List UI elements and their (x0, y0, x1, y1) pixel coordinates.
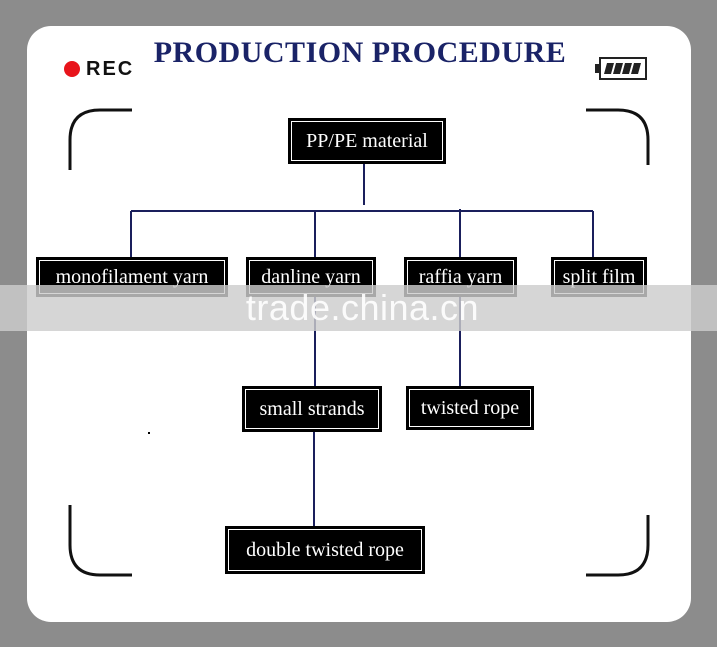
connector-lines (130, 163, 594, 526)
viewfinder-corner-icon (68, 505, 132, 577)
viewfinder-corner-icon (586, 515, 650, 577)
battery-icon (595, 57, 647, 80)
viewfinder-corners (68, 108, 650, 577)
viewfinder-corner-icon (586, 108, 650, 165)
rec-indicator: REC (64, 58, 134, 80)
node-small-strands: small strands (242, 386, 382, 432)
node-twisted-rope: twisted rope (406, 386, 534, 430)
watermark-band (0, 285, 717, 331)
node-pp-pe-material: PP/PE material (288, 118, 446, 164)
viewfinder-corner-icon (68, 108, 132, 170)
watermark-text: trade.china.cn (245, 287, 480, 328)
rec-label: REC (86, 57, 135, 80)
rec-dot-icon (64, 61, 80, 77)
node-double-twisted-rope: double twisted rope (225, 526, 425, 574)
page-title: PRODUCTION PROCEDURE (153, 36, 567, 69)
stray-dot (148, 432, 150, 434)
